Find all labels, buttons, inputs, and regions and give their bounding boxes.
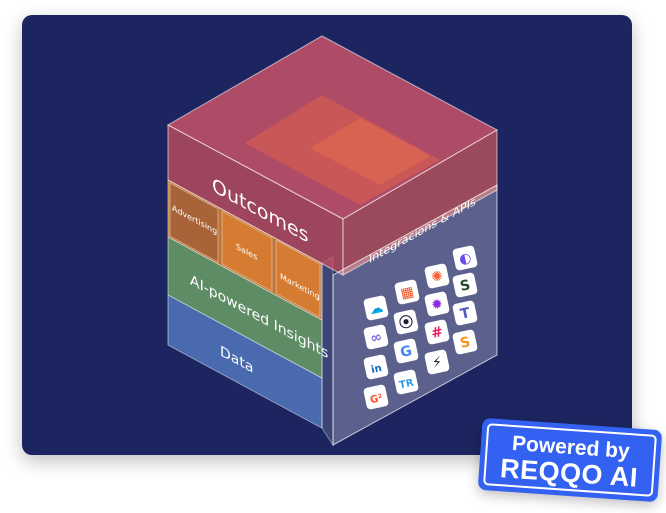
bolt-icon: ⚡ bbox=[424, 349, 450, 375]
s-logo-icon: S bbox=[452, 272, 478, 298]
svg-text:S: S bbox=[459, 334, 472, 352]
data-layer bbox=[167, 294, 323, 429]
svg-text:✹: ✹ bbox=[430, 296, 445, 314]
dark-circle-icon: ⦿ bbox=[393, 309, 419, 335]
svg-text:TR: TR bbox=[398, 377, 415, 391]
slack-icon: # bbox=[424, 319, 450, 345]
svg-text:T: T bbox=[459, 305, 472, 323]
svg-text:◐: ◐ bbox=[458, 250, 473, 268]
svg-text:∞: ∞ bbox=[369, 329, 384, 347]
onelogin-icon: ◐ bbox=[452, 245, 478, 271]
salesforce-icon: ☁ bbox=[363, 295, 389, 321]
hubspot-icon: ✺ bbox=[424, 263, 450, 289]
svg-text:in: in bbox=[370, 363, 383, 376]
svg-text:▦: ▦ bbox=[399, 284, 415, 302]
teams-icon: T bbox=[452, 300, 478, 326]
linkedin-icon: in bbox=[363, 354, 389, 380]
svg-text:G²: G² bbox=[369, 393, 384, 406]
purple-gear-icon: ✹ bbox=[424, 291, 450, 317]
svg-text:⚡: ⚡ bbox=[431, 354, 444, 372]
tr-icon: TR bbox=[393, 369, 419, 395]
svg-text:☁: ☁ bbox=[368, 300, 385, 319]
coda-icon: ∞ bbox=[363, 324, 389, 350]
orange-s-icon: S bbox=[452, 329, 478, 355]
svg-text:#: # bbox=[430, 324, 445, 342]
svg-text:⦿: ⦿ bbox=[398, 314, 415, 333]
g2-icon: G² bbox=[363, 384, 389, 410]
powered-by-badge[interactable]: Powered by REQQO AI bbox=[477, 417, 663, 503]
svg-text:S: S bbox=[459, 277, 472, 295]
google-icon: G bbox=[393, 338, 419, 364]
marketing-box bbox=[275, 239, 321, 318]
sales-box bbox=[221, 210, 273, 292]
advertising-box bbox=[169, 182, 219, 263]
svg-text:✺: ✺ bbox=[430, 268, 445, 286]
microsoft-icon: ▦ bbox=[394, 279, 420, 305]
svg-text:G: G bbox=[399, 343, 414, 361]
integration-icons: ✺ ◐ ▦ S ☁ ✹ ∞ ⦿ T # S Gin ⚡ TR G² bbox=[363, 245, 478, 410]
